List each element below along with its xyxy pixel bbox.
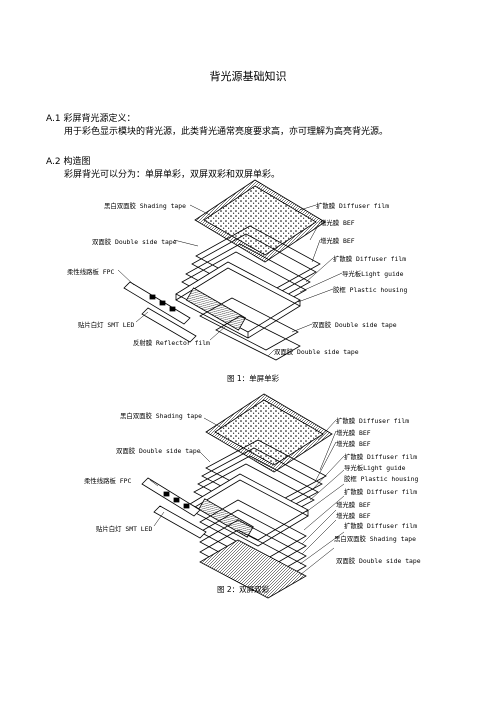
fig1-caption: 图 1：单屏单彩 — [227, 374, 280, 383]
fig2-label-diffuser1: 扩散膜 Diffuser film — [336, 417, 410, 425]
fig2-label-double-side-tape-right: 双面胶 Double side tape — [336, 557, 421, 565]
fig1-label-double-side-tape-right: 双面胶 Double side tape — [312, 321, 397, 329]
fig2-label-diffuser2: 扩散膜 Diffuser film — [344, 453, 418, 461]
fig1-label-double-side-tape-bottom: 双面胶 Double side tape — [274, 348, 359, 356]
fig1-label-bef1: 增光膜 BEF — [320, 219, 355, 227]
fig2-label-smt-led: 贴片白灯 SMT LED — [96, 525, 153, 533]
fig2-label-double-side-tape-left: 双面胶 Double side tape — [116, 447, 201, 455]
fig1-label-light-guide: 导光板Light guide — [342, 270, 404, 278]
fig2-label-shading-tape: 黑白双面胶 Shading tape — [120, 412, 202, 420]
fig1-label-smt-led: 贴片白灯 SMT LED — [78, 321, 135, 329]
fig2-film-stack-bottom — [199, 499, 307, 599]
section-a1-heading: A.1 彩屏背光源定义： — [46, 114, 136, 124]
fig2-label-bef1: 增光膜 BEF — [336, 429, 371, 437]
fig2-label-light-guide: 导光板Light guide — [344, 464, 406, 472]
fig2-fpc — [141, 477, 207, 539]
fig1-housing — [175, 261, 301, 339]
fig2-label-bef2: 增光膜 BEF — [336, 440, 371, 448]
fig1-label-reflector: 反射膜 Reflector film — [133, 339, 210, 347]
fig2-label-diffuser3: 扩散膜 Diffuser film — [344, 488, 418, 496]
fig1-bottom-films — [199, 297, 301, 361]
section-a2-text: 彩屏背光可以分为：单屏单彩，双屏双彩和双屏单彩。 — [64, 170, 281, 180]
fig2-label-shading-tape-right: 黑白双面胶 Shading tape — [334, 535, 416, 543]
page-title: 背光源基础知识 — [209, 70, 287, 83]
fig1-label-fpc: 柔性线路板 FPC — [67, 268, 115, 276]
fig2-label-plastic-housing: 胶框 Plastic housing — [344, 475, 419, 483]
fig2-label-bef3: 增光膜 BEF — [336, 501, 371, 509]
fig1-label-plastic-housing: 胶框 Plastic housing — [333, 286, 408, 294]
fig1-fpc — [123, 281, 197, 343]
fig1-label-bef2: 增光膜 BEF — [320, 237, 355, 245]
fig2-shading-tape-frame — [205, 393, 333, 473]
section-a1-text: 用于彩色显示模块的背光源，此类背光通常亮度要求高，亦可理解为高亮背光源。 — [64, 127, 389, 137]
fig2-housing — [189, 473, 309, 547]
fig2-label-diffuser4: 扩散膜 Diffuser film — [344, 522, 418, 530]
fig2-label-fpc: 柔性线路板 FPC — [84, 477, 132, 485]
fig2-caption: 图 2：双屏双彩 — [217, 585, 270, 594]
fig1-label-shading-tape: 黑白双面胶 Shading tape — [104, 202, 186, 210]
fig2-label-bef4: 增光膜 BEF — [336, 512, 371, 520]
section-a2-heading: A.2 构造图 — [46, 157, 91, 167]
fig1-label-diffuser1: 扩散膜 Diffuser film — [316, 202, 390, 210]
fig1-label-double-side-tape-left: 双面胶 Double side tape — [92, 238, 177, 246]
fig1-shading-tape-frame — [194, 179, 326, 263]
fig1-label-diffuser2: 扩散膜 Diffuser film — [333, 255, 407, 263]
